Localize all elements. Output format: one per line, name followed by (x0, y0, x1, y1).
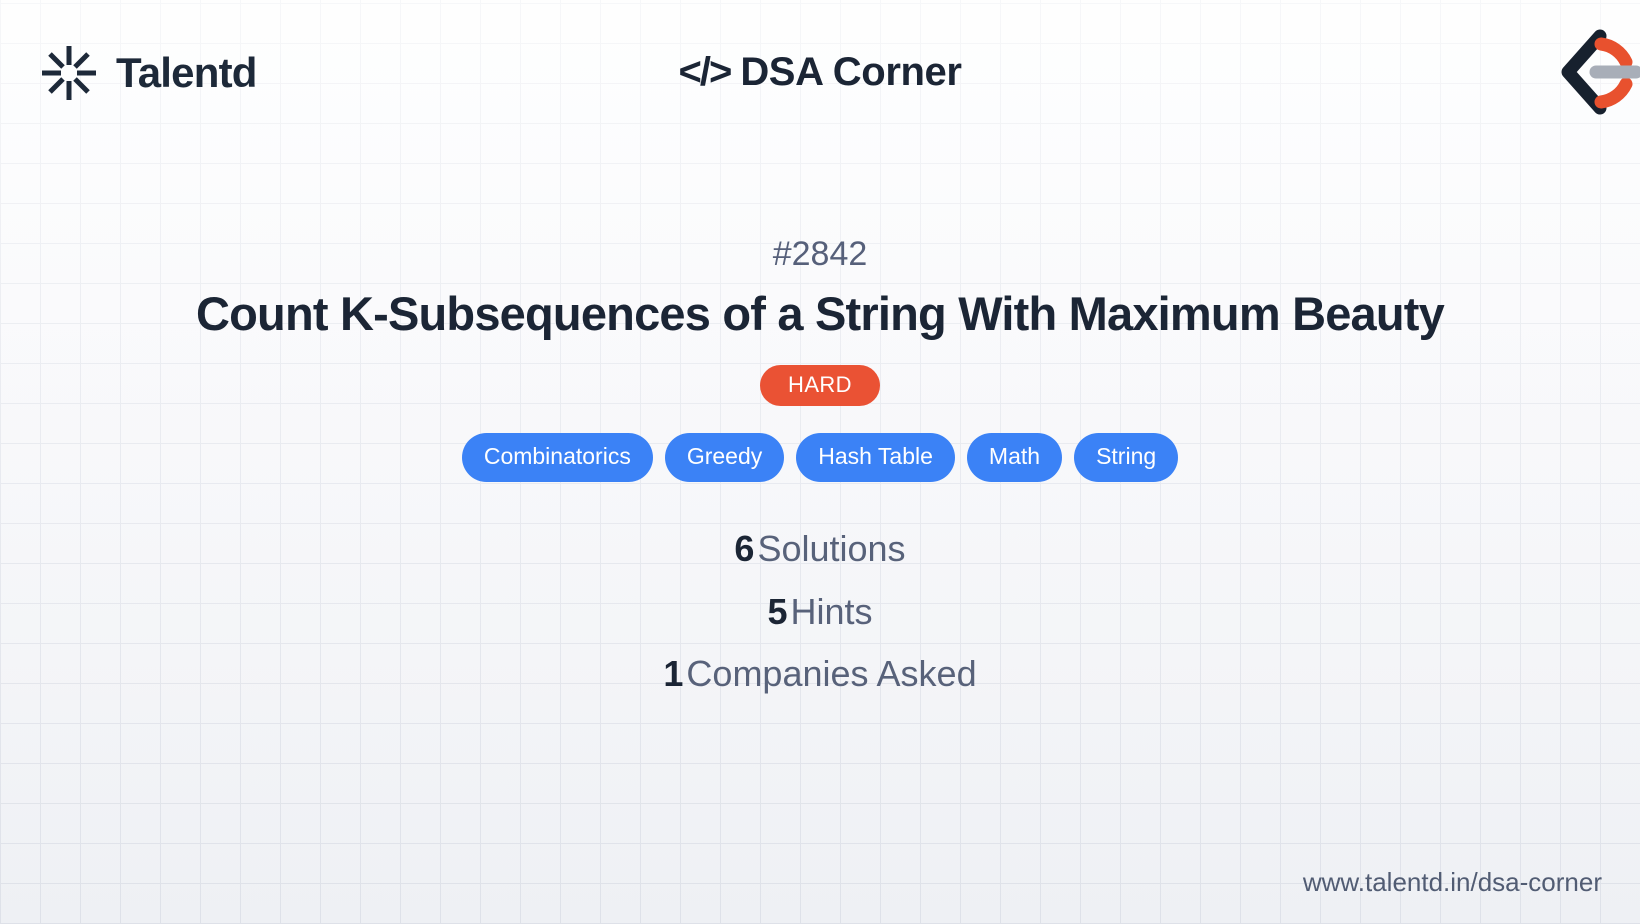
problem-title: Count K-Subsequences of a String With Ma… (196, 287, 1445, 341)
stat-value: 6 (734, 528, 755, 570)
footer: www.talentd.in/dsa-corner (1303, 869, 1602, 896)
stat-label: Hints (790, 590, 873, 632)
stat-label: Solutions (757, 528, 906, 570)
stat-row-companies: 1Companies Asked (663, 652, 976, 695)
stat-label: Companies Asked (686, 652, 977, 694)
tag-pill[interactable]: Math (966, 433, 1063, 483)
brand-name: Talentd (116, 49, 257, 96)
tag-pill[interactable]: String (1074, 433, 1179, 483)
stat-row-hints: 5Hints (767, 590, 872, 633)
problem-card: #2842 Count K-Subsequences of a String W… (0, 235, 1640, 695)
problem-number: #2842 (772, 235, 868, 273)
stat-value: 5 (767, 590, 788, 632)
code-brackets-icon: </> (678, 50, 732, 94)
asterisk-starburst-icon (40, 44, 98, 102)
tag-pill[interactable]: Combinatorics (461, 433, 653, 483)
stats-list: 6Solutions 5Hints 1Companies Asked (663, 527, 976, 695)
tag-list: Combinatorics Greedy Hash Table Math Str… (461, 433, 1179, 483)
brand-logo[interactable]: Talentd (40, 44, 257, 102)
difficulty-badge: HARD (760, 365, 880, 407)
tag-pill[interactable]: Greedy (664, 433, 785, 483)
page-title-text: DSA Corner (740, 50, 962, 94)
header: Talentd </>DSA Corner (0, 0, 1640, 134)
page-title: </>DSA Corner (0, 50, 1640, 95)
footer-url[interactable]: www.talentd.in/dsa-corner (1302, 867, 1602, 897)
stat-row-solutions: 6Solutions (734, 527, 905, 570)
stat-value: 1 (663, 652, 684, 694)
tag-pill[interactable]: Hash Table (796, 433, 955, 483)
